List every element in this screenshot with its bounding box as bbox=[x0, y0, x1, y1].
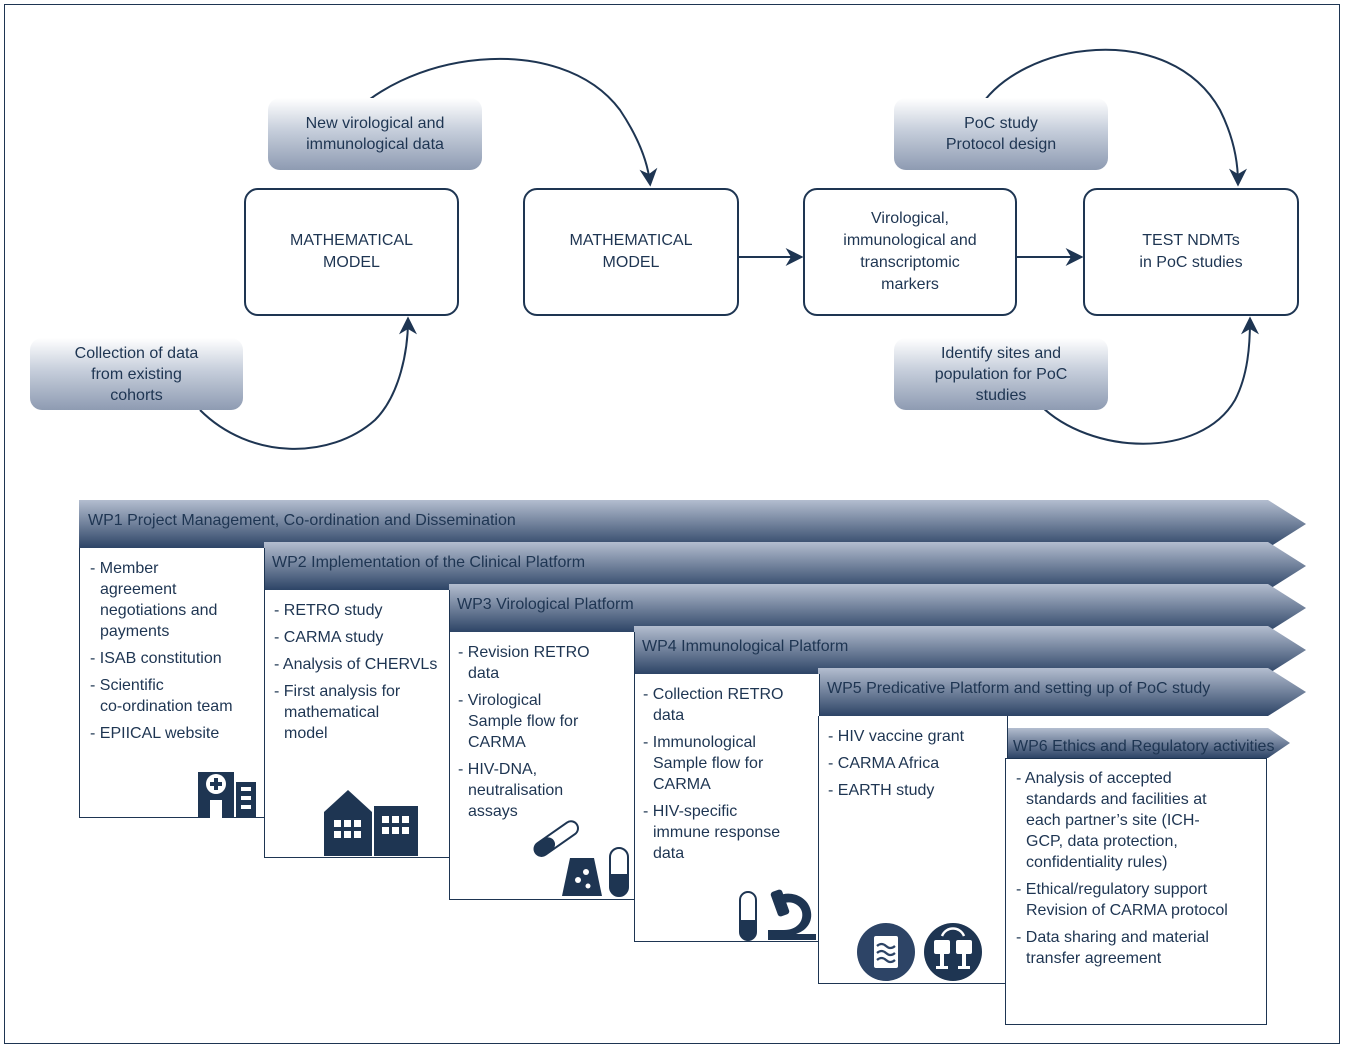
list-item: - Ethical/regulatory support Revision of… bbox=[1016, 881, 1228, 919]
list-item: - Scientific co-ordination team bbox=[90, 677, 233, 715]
list-item: - HIV vaccine grant bbox=[828, 728, 965, 745]
curve-cohorts-to-model bbox=[199, 316, 417, 450]
wp6-title: WP6 Ethics and Regulatory activities bbox=[1013, 738, 1275, 755]
test-ndmts-box: TEST NDMTs in PoC studies bbox=[1083, 188, 1299, 316]
hospital-icon bbox=[198, 772, 256, 818]
mathematical-model-box-1: MATHEMATICAL MODEL bbox=[244, 188, 459, 316]
wp3-arrow bbox=[449, 584, 1306, 632]
list-item: - Collection RETRO data bbox=[643, 686, 784, 724]
list-item: - Member agreement negotiations and paym… bbox=[90, 560, 218, 640]
wp4-items: - Collection RETRO data - Immunological … bbox=[643, 684, 815, 870]
lab-equipment-icon bbox=[533, 820, 629, 897]
microscope-icon bbox=[739, 889, 816, 941]
buildings-icon bbox=[324, 790, 418, 856]
list-item: - Virological Sample flow for CARMA bbox=[458, 692, 579, 751]
wp2-items: - RETRO study - CARMA study - Analysis o… bbox=[274, 600, 446, 750]
input-sites-population: Identify sites and population for PoC st… bbox=[894, 338, 1108, 410]
input-virological-data: New virological and immunological data bbox=[268, 98, 482, 170]
list-item: - HIV-DNA, neutralisation assays bbox=[458, 761, 564, 820]
list-item: - Analysis of CHERVLs bbox=[274, 656, 438, 673]
curve-sites-to-test bbox=[1039, 316, 1259, 445]
wp6-items: - Analysis of accepted standards and fac… bbox=[1016, 768, 1262, 975]
wp2-title: WP2 Implementation of the Clinical Platf… bbox=[272, 554, 586, 571]
list-item: - EPIICAL website bbox=[90, 725, 220, 742]
list-item: - Analysis of accepted standards and fac… bbox=[1016, 770, 1207, 871]
list-item: - Immunological Sample flow for CARMA bbox=[643, 734, 764, 793]
list-item: - First analysis for mathematical model bbox=[274, 683, 401, 742]
wp6-panel bbox=[1005, 758, 1267, 1025]
wp3-title: WP3 Virological Platform bbox=[457, 596, 634, 613]
wp5-items: - HIV vaccine grant - CARMA Africa - EAR… bbox=[828, 726, 1004, 807]
list-item: - Revision RETRO data bbox=[458, 644, 590, 682]
input-poc-protocol-design: PoC study Protocol design bbox=[894, 98, 1108, 170]
wp5-title: WP5 Predicative Platform and setting up … bbox=[827, 680, 1211, 697]
data-network-icon bbox=[924, 923, 982, 981]
wp1-title: WP1 Project Management, Co-ordination an… bbox=[88, 512, 516, 529]
list-item: - EARTH study bbox=[828, 782, 935, 799]
list-item: - CARMA Africa bbox=[828, 755, 940, 772]
wp5-arrow bbox=[818, 668, 1306, 716]
wp4-arrow bbox=[634, 626, 1306, 674]
mathematical-model-box-2: MATHEMATICAL MODEL bbox=[523, 188, 739, 316]
wp1-items: - Member agreement negotiations and paym… bbox=[90, 558, 260, 750]
list-item: - RETRO study bbox=[274, 602, 383, 619]
figure-frame bbox=[4, 4, 1340, 1044]
wp3-items: - Revision RETRO data - Virological Samp… bbox=[458, 642, 630, 828]
input-cohort-data: Collection of data from existing cohorts bbox=[30, 338, 243, 410]
markers-box: Virological, immunological and transcrip… bbox=[803, 188, 1017, 316]
list-item: - HIV-specific immune response data bbox=[643, 803, 781, 862]
wp6-arrow bbox=[1005, 728, 1290, 758]
list-item: - Data sharing and material transfer agr… bbox=[1016, 929, 1209, 967]
curve-virological-to-model bbox=[339, 57, 658, 187]
document-icon bbox=[857, 923, 915, 981]
wp2-arrow bbox=[264, 542, 1306, 590]
curve-poc-design-to-test bbox=[977, 48, 1247, 187]
wp4-title: WP4 Immunological Platform bbox=[642, 638, 849, 655]
list-item: - CARMA study bbox=[274, 629, 384, 646]
wp1-arrow bbox=[79, 500, 1306, 548]
list-item: - ISAB constitution bbox=[90, 650, 222, 667]
